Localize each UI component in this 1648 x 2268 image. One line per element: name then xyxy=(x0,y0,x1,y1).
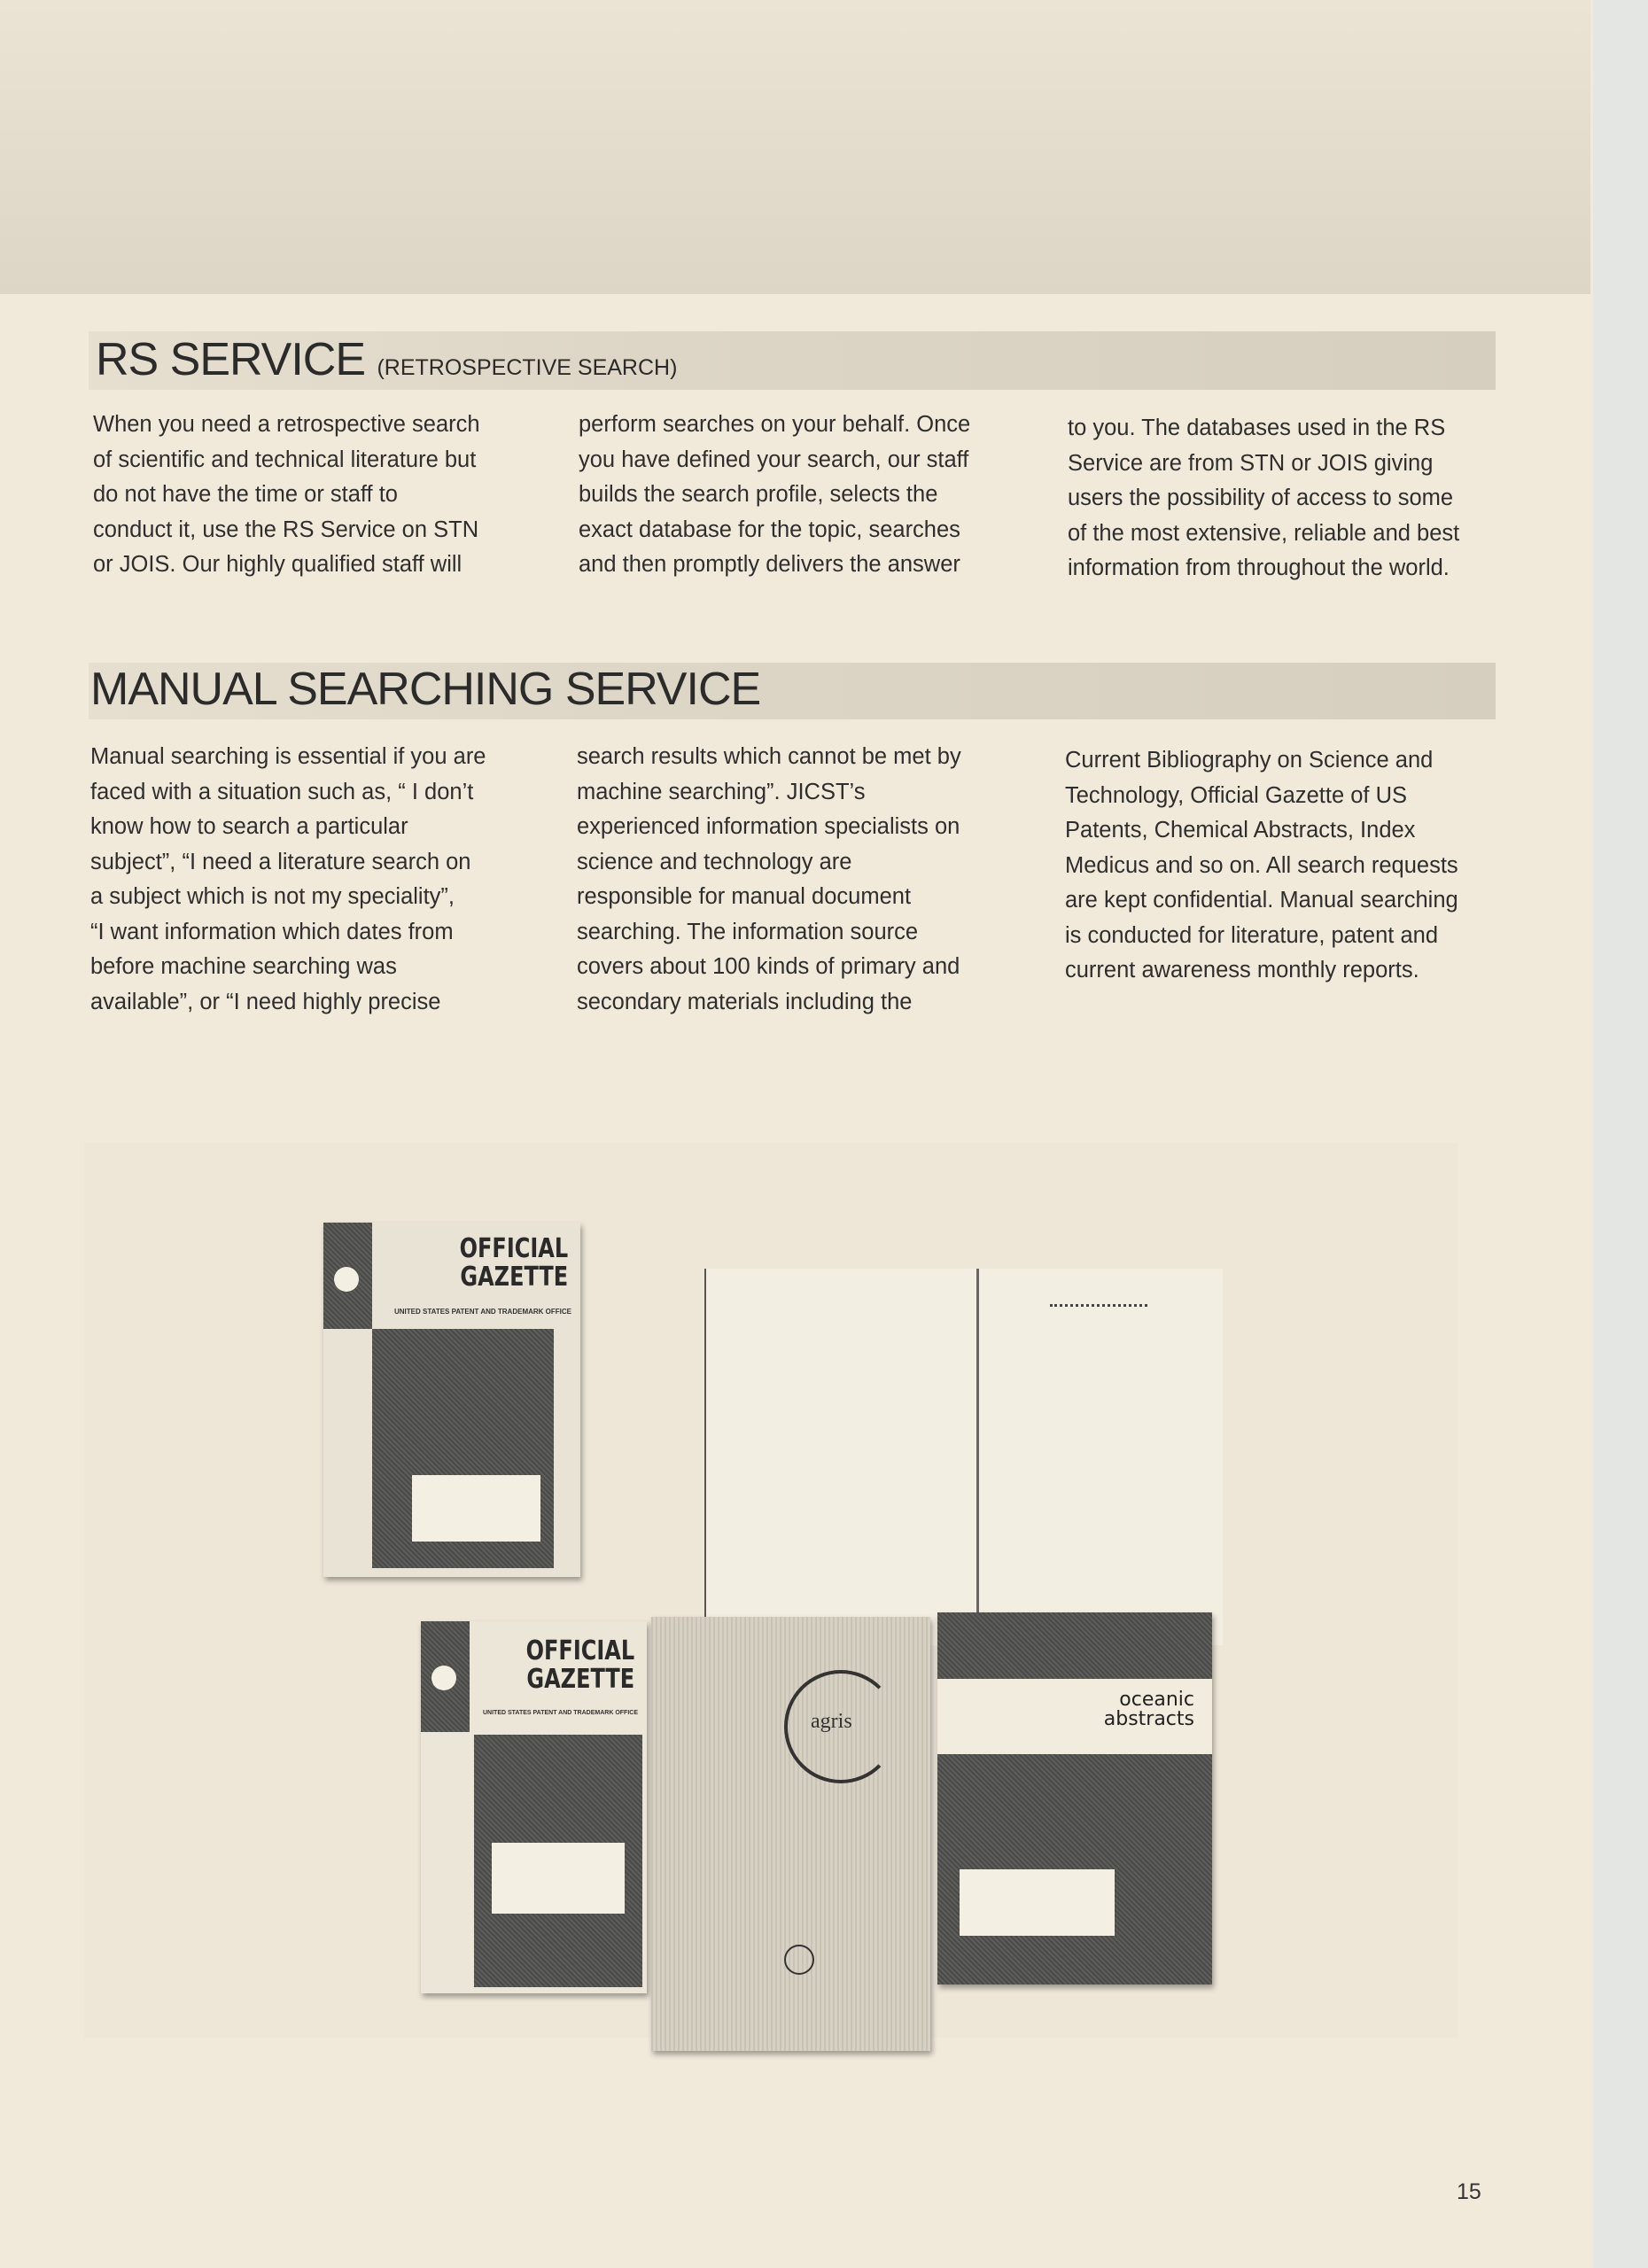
text-line: covers about 100 kinds of primary and xyxy=(577,954,960,979)
text-line: machine searching”. JICST’s xyxy=(577,779,866,804)
text-line: of scientific and technical literature b… xyxy=(93,447,477,472)
manual-service-header: MANUAL SEARCHING SERVICE xyxy=(89,663,1496,719)
text-line: “I want information which dates from xyxy=(90,919,454,944)
text-line: information from throughout the world. xyxy=(1068,555,1450,580)
gazette-subtitle: UNITED STATES PATENT AND TRADEMARK OFFIC… xyxy=(394,1308,571,1316)
white-book-cover xyxy=(704,1269,980,1645)
text-line: search results which cannot be met by xyxy=(577,744,961,769)
text-line: searching. The information source xyxy=(577,919,919,944)
scan-edge xyxy=(1593,0,1648,2268)
gazette-label xyxy=(492,1843,625,1914)
oceanic-title-line1: oceanic xyxy=(1119,1689,1194,1711)
text-line: a subject which is not my speciality”, xyxy=(90,884,455,909)
gazette-title-line2: GAZETTE xyxy=(460,1262,568,1293)
text-line: available”, or “I need highly precise xyxy=(90,989,441,1014)
text-line: of the most extensive, reliable and best xyxy=(1068,520,1460,546)
text-line: perform searches on your behalf. Once xyxy=(579,412,971,437)
fao-emblem-icon xyxy=(784,1945,814,1975)
text-line: you have defined your search, our staff xyxy=(579,447,969,472)
gazette-seal-icon xyxy=(431,1666,456,1690)
rs-service-title: RS SERVICE (RETROSPECTIVE SEARCH) xyxy=(96,333,677,386)
text-line: Manual searching is essential if you are xyxy=(90,744,486,769)
top-gray-band xyxy=(0,0,1590,294)
rs-col-3: to you. The databases used in the RS Serv… xyxy=(1068,411,1511,586)
text-line: Patents, Chemical Abstracts, Index xyxy=(1065,818,1416,843)
manual-service-title: MANUAL SEARCHING SERVICE xyxy=(90,664,761,715)
rs-title-text: RS SERVICE xyxy=(96,334,366,385)
oceanic-label xyxy=(960,1869,1115,1936)
text-line: Current Bibliography on Science and xyxy=(1065,748,1434,773)
manual-col-2: search results which cannot be met by mac… xyxy=(577,740,1020,1020)
gazette-title-line1: OFFICIAL xyxy=(459,1233,568,1264)
text-line: or JOIS. Our highly qualified staff will xyxy=(93,552,463,577)
page-number: 15 xyxy=(1457,2179,1481,2204)
gazette-seal-icon xyxy=(334,1267,359,1292)
text-line: users the possibility of access to some xyxy=(1068,485,1454,510)
text-line: do not have the time or staff to xyxy=(93,482,398,507)
agris-logo-icon xyxy=(784,1670,898,1783)
rs-subtitle: (RETROSPECTIVE SEARCH) xyxy=(377,355,678,380)
text-line: to you. The databases used in the RS xyxy=(1068,416,1446,440)
text-line: When you need a retrospective search xyxy=(93,412,480,437)
text-line: builds the search profile, selects the xyxy=(579,482,938,507)
text-line: conduct it, use the RS Service on STN xyxy=(93,517,479,542)
text-line: current awareness monthly reports. xyxy=(1065,958,1419,983)
rs-col-2: perform searches on your behalf. Once you… xyxy=(579,408,1022,583)
gazette-title-line2: GAZETTE xyxy=(526,1664,634,1695)
text-line: is conducted for literature, patent and xyxy=(1065,922,1439,948)
text-line: secondary materials including the xyxy=(577,989,913,1014)
text-line: responsible for manual document xyxy=(577,884,912,909)
text-line: faced with a situation such as, “ I don’… xyxy=(90,779,474,804)
agrindex-cover: agris xyxy=(651,1617,930,2051)
text-line: are kept confidential. Manual searching xyxy=(1065,888,1458,913)
gazette-title-line1: OFFICIAL xyxy=(525,1635,634,1666)
gazette-subtitle: UNITED STATES PATENT AND TRADEMARK OFFIC… xyxy=(483,1710,638,1716)
text-line: know how to search a particular xyxy=(90,814,408,839)
text-line: Medicus and so on. All search requests xyxy=(1065,852,1458,878)
text-line: and then promptly delivers the answer xyxy=(579,552,960,577)
rs-service-header: RS SERVICE (RETROSPECTIVE SEARCH) xyxy=(89,331,1496,390)
text-line: experienced information specialists on xyxy=(577,814,960,839)
text-line: before machine searching was xyxy=(90,954,397,979)
japanese-title-marks xyxy=(1050,1304,1147,1312)
cover-band-top xyxy=(937,1612,1212,1679)
japanese-book-cover xyxy=(979,1269,1223,1645)
agris-logo-text: agris xyxy=(811,1710,852,1733)
text-line: subject”, “I need a literature search on xyxy=(90,849,471,874)
text-line: Service are from STN or JOIS giving xyxy=(1068,450,1434,476)
text-line: science and technology are xyxy=(577,849,852,874)
oceanic-title-line2: abstracts xyxy=(1103,1708,1194,1730)
manual-col-1: Manual searching is essential if you are… xyxy=(90,740,533,1020)
rs-col-1: When you need a retrospective search of s… xyxy=(93,408,536,583)
text-line: exact database for the topic, searches xyxy=(579,517,960,542)
text-line: Technology, Official Gazette of US xyxy=(1065,782,1407,808)
gazette-label xyxy=(412,1475,540,1542)
